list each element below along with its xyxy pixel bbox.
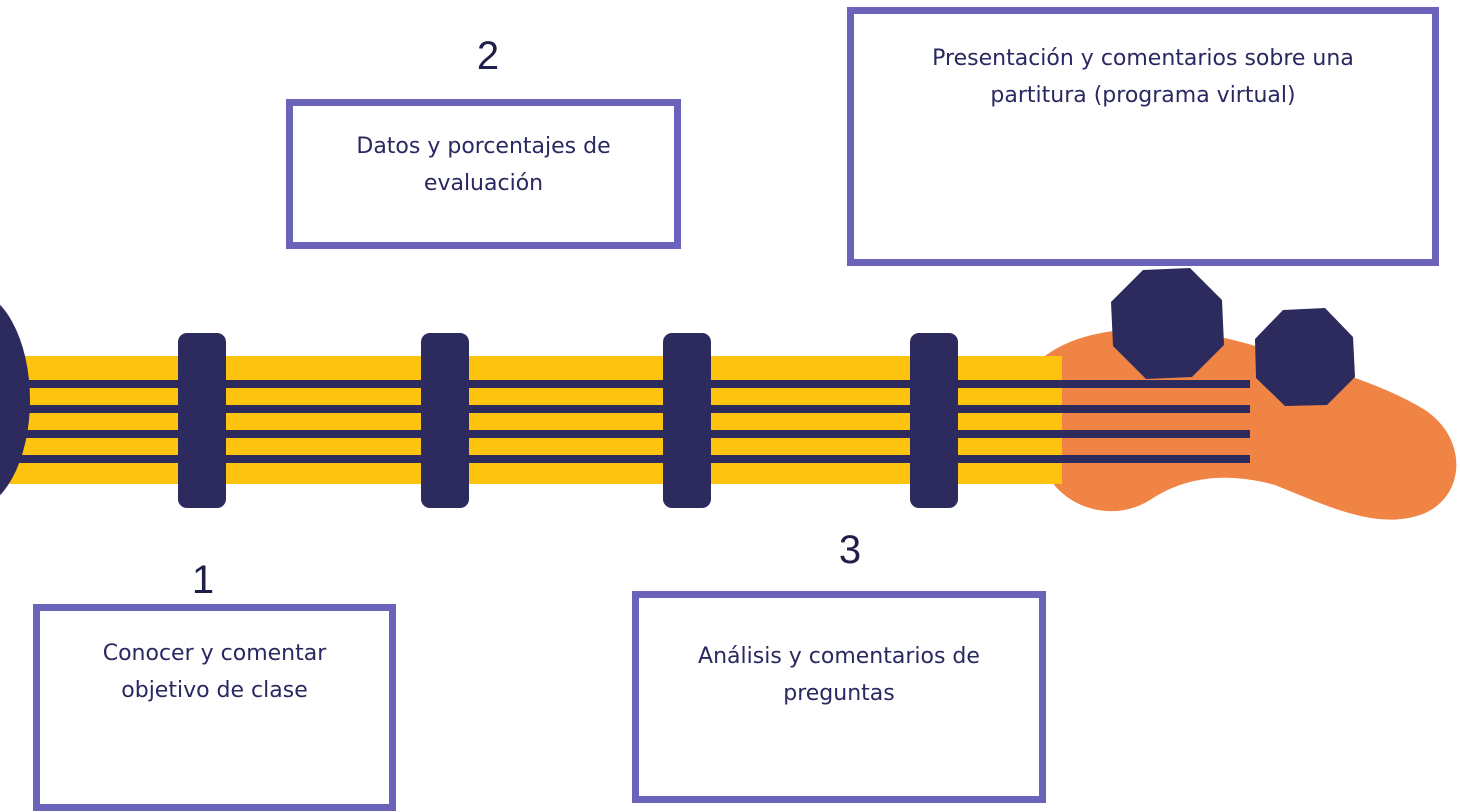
- step-number-2: 2: [476, 34, 500, 78]
- step-number-3: 3: [838, 528, 862, 572]
- guitar-string: [0, 455, 1250, 463]
- step-text: Datos y porcentajes de evaluación: [356, 134, 611, 196]
- guitar-frets: [178, 333, 958, 508]
- step-text: Conocer y comentar objetivo de clase: [102, 641, 327, 703]
- step-number-1: 1: [191, 558, 215, 602]
- step-text: Análisis y comentarios de preguntas: [698, 644, 980, 706]
- guitar-fret: [663, 333, 711, 508]
- guitar-fret: [910, 333, 958, 508]
- guitar-string: [0, 380, 1250, 388]
- guitar-string: [0, 430, 1250, 438]
- guitar-strings: [0, 380, 1250, 463]
- step-box-2: Datos y porcentajes de evaluación: [286, 99, 681, 249]
- guitar-fret: [178, 333, 226, 508]
- guitar-neck: [0, 356, 1062, 484]
- guitar-fret: [421, 333, 469, 508]
- tuning-peg-icon: [1255, 308, 1355, 406]
- step-text: Presentación y comentarios sobre una par…: [932, 46, 1354, 108]
- step-box-1: Conocer y comentar objetivo de clase: [33, 604, 396, 811]
- tuning-peg-icon: [1111, 268, 1224, 379]
- step-box-4: Presentación y comentarios sobre una par…: [847, 7, 1439, 266]
- step-box-3: Análisis y comentarios de preguntas: [632, 591, 1046, 803]
- guitar-body-edge: [0, 304, 30, 496]
- guitar-headstock: [1033, 328, 1457, 520]
- guitar-string: [0, 405, 1250, 413]
